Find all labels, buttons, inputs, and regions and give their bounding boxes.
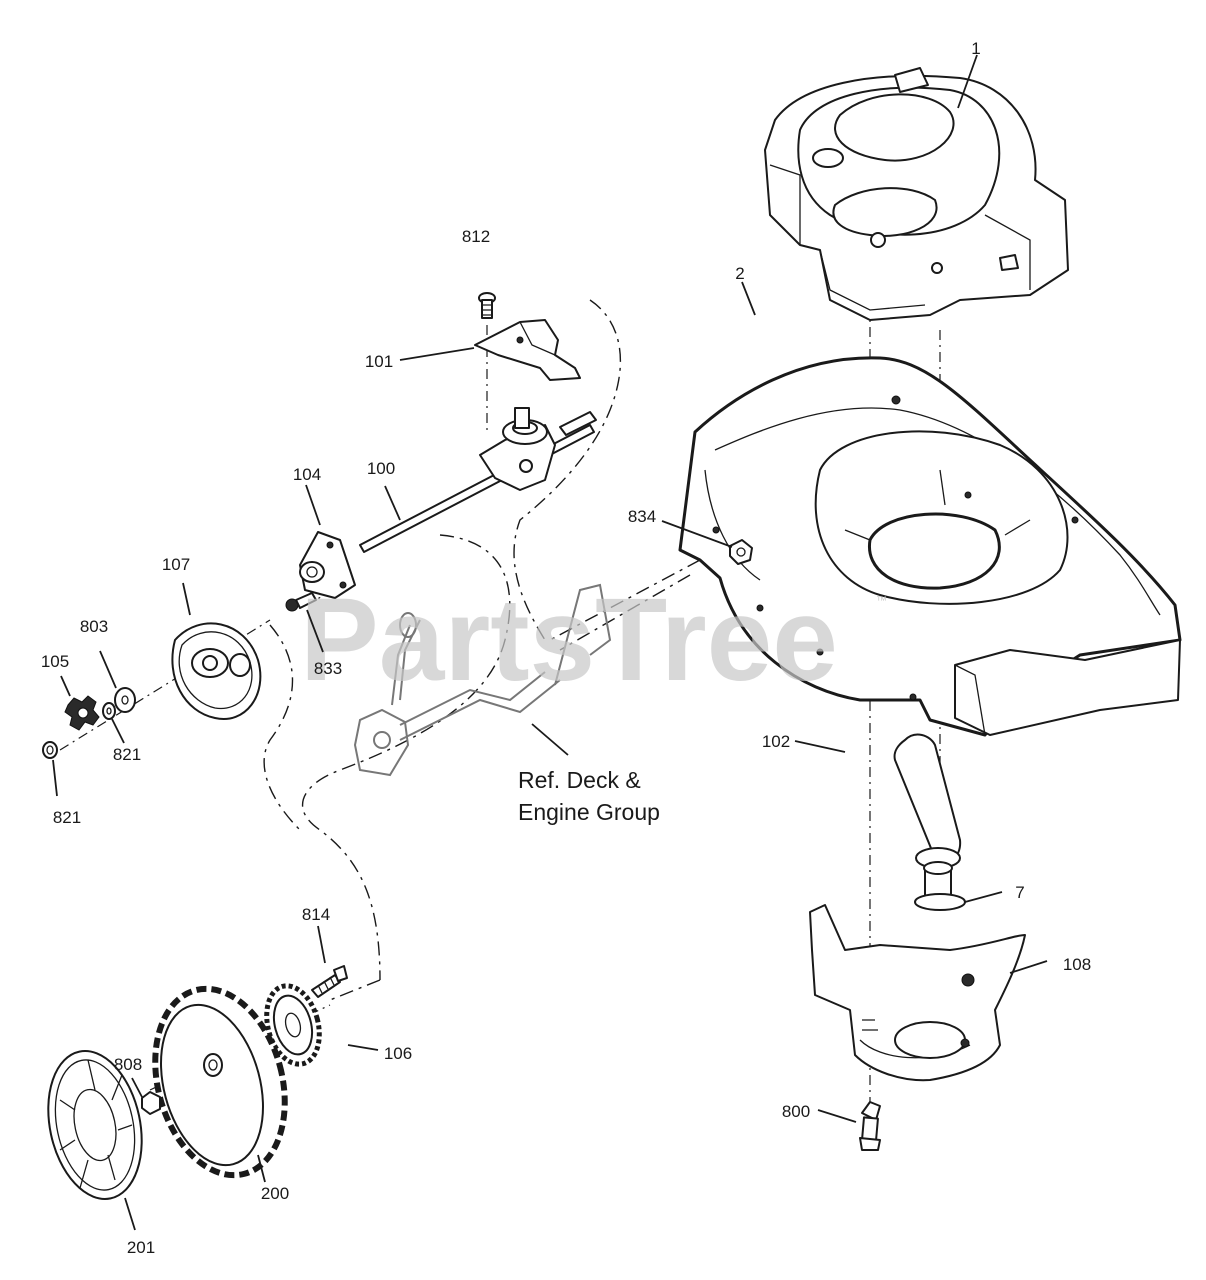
- callout-200: 200: [261, 1184, 289, 1203]
- leader-lines: [52, 54, 1048, 1231]
- screw-part-812: [478, 292, 496, 319]
- nut-part-834: [729, 539, 753, 565]
- nut-part-808: [141, 1091, 161, 1115]
- callout-107: 107: [162, 555, 190, 574]
- deck-part-2: [678, 356, 1182, 737]
- retaining-ring-part-821b: [42, 741, 58, 759]
- callout-labels: 1 2 7 100 101 102 104 105 106 107 108 20…: [41, 39, 1091, 1257]
- callout-803: 803: [80, 617, 108, 636]
- callout-821a: 821: [113, 745, 141, 764]
- callout-105: 105: [41, 652, 69, 671]
- pinion-cover-part-107: [171, 622, 262, 721]
- bolt-part-800: [859, 1101, 881, 1151]
- callout-1: 1: [971, 39, 980, 58]
- blade-adapter-part-7: [914, 861, 966, 911]
- screw-part-833: [285, 592, 317, 612]
- callout-821b: 821: [53, 808, 81, 827]
- screw-part-814: [311, 965, 348, 998]
- callout-814: 814: [302, 905, 330, 924]
- wheel-gear-part-106: [264, 983, 322, 1067]
- height-adjuster-reference: [353, 583, 612, 777]
- watermark-text: PartsTree: [300, 574, 838, 706]
- callout-104: 104: [293, 465, 321, 484]
- washer-part-821a: [102, 702, 116, 720]
- callout-2: 2: [735, 264, 744, 283]
- callout-100: 100: [367, 459, 395, 478]
- blade-part-102: [893, 733, 962, 869]
- bearing-flange-part-104: [299, 531, 356, 599]
- callout-808: 808: [114, 1055, 142, 1074]
- hubcap-part-201: [47, 1050, 143, 1200]
- reference-note-line-1: Ref. Deck &: [518, 767, 641, 793]
- pinion-gear-part-105: [64, 695, 100, 731]
- callout-108: 108: [1063, 955, 1091, 974]
- transmission-part-100: [359, 407, 597, 553]
- callout-800: 800: [782, 1102, 810, 1121]
- callout-7: 7: [1015, 883, 1024, 902]
- bracket-part-101: [474, 319, 581, 381]
- callout-102: 102: [762, 732, 790, 751]
- callout-106: 106: [384, 1044, 412, 1063]
- reference-note-line-2: Engine Group: [518, 799, 660, 825]
- watermark-trademark: ™: [876, 595, 887, 607]
- wheel-part-200: [152, 985, 288, 1179]
- callout-833: 833: [314, 659, 342, 678]
- callout-834: 834: [628, 507, 656, 526]
- washer-part-803: [114, 687, 136, 713]
- engine-part-1: [764, 67, 1069, 321]
- baffle-part-108: [809, 904, 1026, 1082]
- callout-101: 101: [365, 352, 393, 371]
- deck-reference-outline: [263, 299, 701, 1001]
- callout-201: 201: [127, 1238, 155, 1257]
- callout-812: 812: [462, 227, 490, 246]
